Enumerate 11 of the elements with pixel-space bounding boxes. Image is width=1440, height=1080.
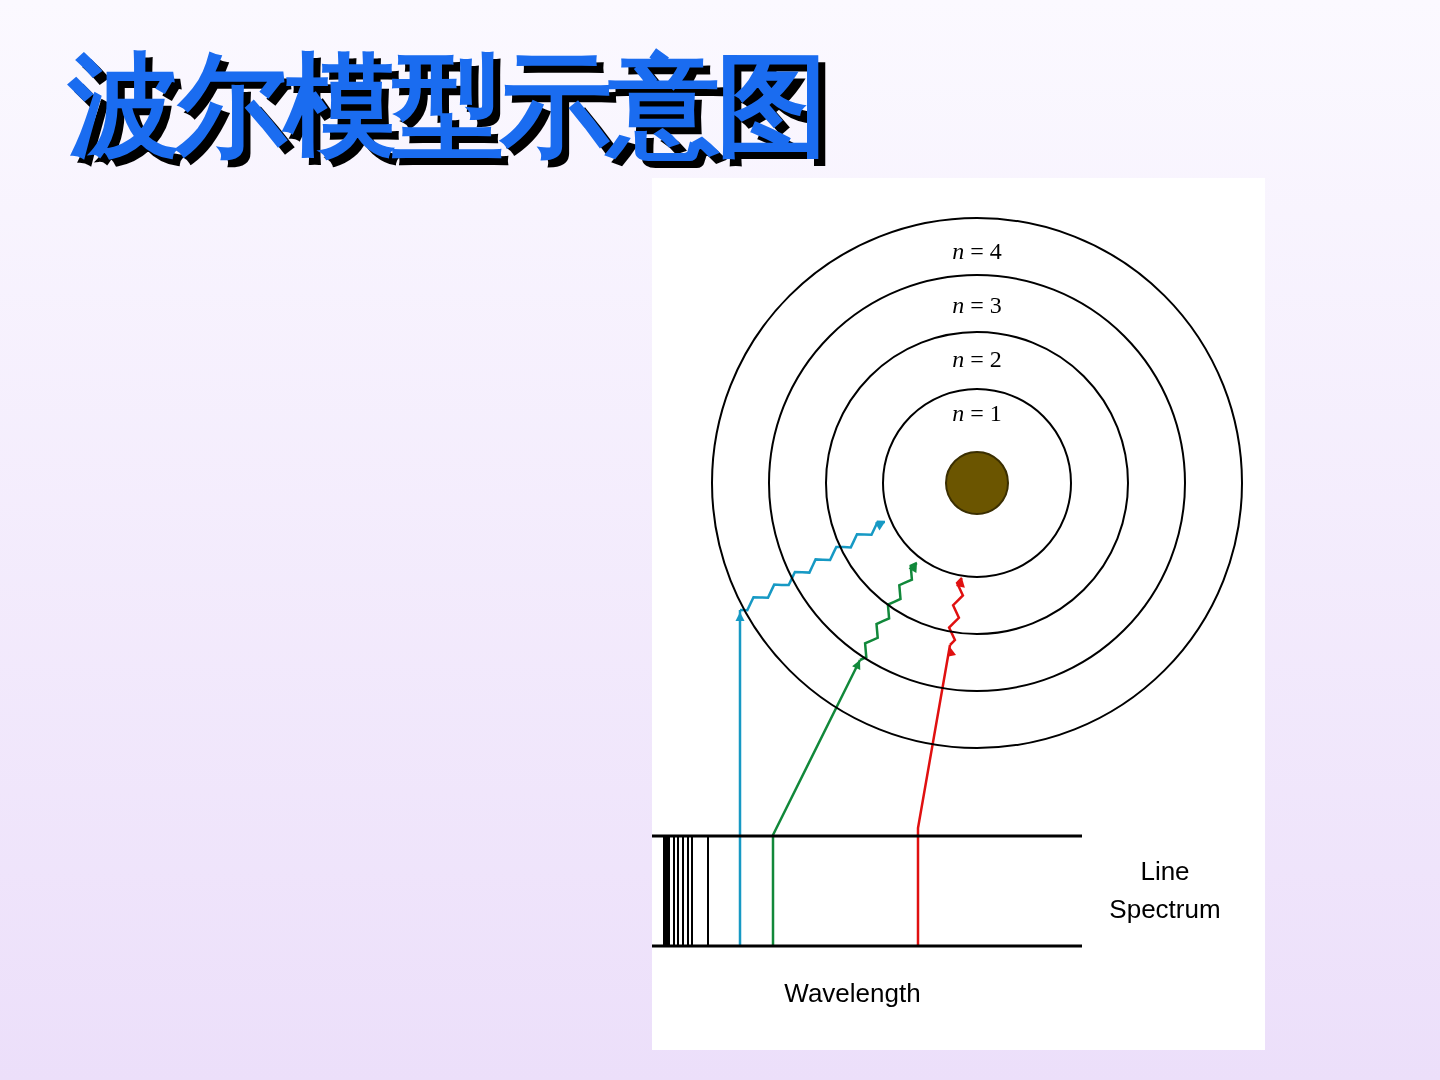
orbit-label: n = 4 xyxy=(952,239,1002,263)
orbit-label: n = 1 xyxy=(952,401,1002,425)
spectrum-label: Line Spectrum xyxy=(1108,855,1222,926)
axis-label: Wavelength xyxy=(783,977,922,1010)
orbit-ring xyxy=(882,388,1072,578)
orbit-ring xyxy=(768,274,1186,692)
orbit-label: n = 3 xyxy=(952,293,1002,317)
title: 波尔模型示意图 xyxy=(68,39,824,172)
orbit-label: n = 2 xyxy=(952,347,1002,371)
orbit-ring xyxy=(825,331,1129,635)
orbit-ring xyxy=(711,217,1243,749)
